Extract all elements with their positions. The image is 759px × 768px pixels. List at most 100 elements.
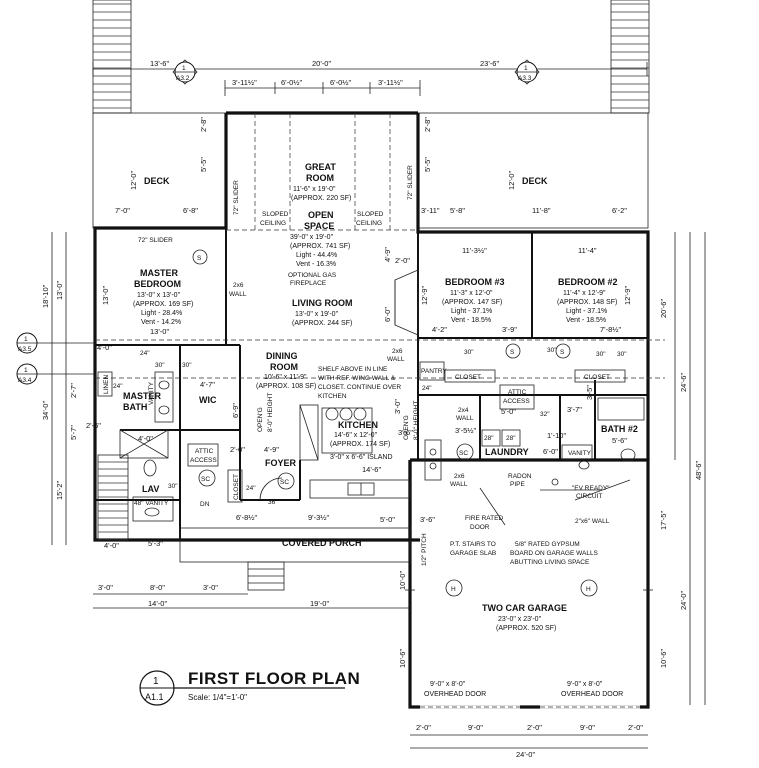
dim-12-9b: 12'-9" [623, 286, 632, 305]
dim-14-6: 14'-6" [362, 465, 381, 474]
title-detail-no: 1 [153, 676, 159, 687]
wall-2x4-garage: 2"x6" WALL [575, 518, 610, 525]
dim-top-3-11b: 3'-11½" [378, 78, 403, 87]
wall-2x6-master2: WALL [229, 291, 247, 298]
island-name: 3'-0" x 6'-6" ISLAND [330, 454, 393, 461]
dim-6-2: 6'-2" [612, 206, 627, 215]
dim-5-3: 5'-3" [148, 539, 163, 548]
basement-stairs [97, 454, 129, 541]
dim-3-7: 3'-7" [567, 405, 582, 414]
sc-detector-laundry: SC [459, 450, 468, 457]
dim-5-8: 5'-8" [450, 206, 465, 215]
covered-porch-name: COVERED PORCH [282, 538, 362, 548]
bedroom3-size: 11'-3" x 12'-0" [450, 290, 493, 297]
section-top-left-sheet: A3.2 [176, 75, 190, 82]
bath2-vanity: VANITY [568, 450, 592, 457]
gypsum1: 5/8" RATED GYPSUM [515, 541, 580, 548]
dim-2-7: 2'-7" [69, 383, 78, 398]
d24-label: 24" [113, 383, 123, 390]
dim-4-0a: 4'-0" [97, 343, 112, 352]
heater-left: H [451, 586, 456, 593]
radon2: PIPE [510, 481, 525, 488]
dim-2-0b: 2'-0" [230, 445, 245, 454]
attic-access-right: ATTIC ACCESS 5'-0" 2x4 WALL [456, 384, 535, 422]
d30-bath: 30" [155, 362, 165, 369]
bedroom-2: BEDROOM #2 11'-4" x 12'-9" (APPROX. 148 … [557, 246, 632, 334]
dim-12-9a: 12'-9" [420, 286, 429, 305]
section-top-right-sheet: A3.3 [518, 75, 532, 82]
dim-18-10: 18'-10" [41, 284, 50, 308]
bot-8-0: 8'-0" [150, 583, 165, 592]
bot-2-0a: 2'-0" [416, 723, 431, 732]
deck-stairs-left [92, 0, 132, 114]
overhead-right-size: 9'-0" x 8'-0" [567, 681, 603, 688]
kitchen-name: KITCHEN [338, 420, 378, 430]
dining-room-name: DINING [266, 351, 298, 361]
dim-3-9: 3'-9" [502, 325, 517, 334]
dim-6-0: 6'-0" [383, 307, 392, 322]
d30-wic: 30" [182, 362, 192, 369]
pitch: 1/2" PITCH [421, 533, 428, 566]
attic-left-name2: ACCESS [190, 457, 217, 464]
dim-deck-12b: 12'-0" [507, 171, 516, 190]
dim-2-6: 2'-6" [86, 421, 101, 430]
section-left-upper-sheet: A3.5 [18, 346, 32, 353]
dim-11-8: 11'-8" [532, 206, 551, 215]
open-space-name2: SPACE [304, 221, 334, 231]
overhead-left-size: 9'-0" x 8'-0" [430, 681, 466, 688]
linen-label: LINEN [103, 375, 110, 394]
dim-3-6b: 3'-6" [398, 428, 413, 437]
overhead-left-name: OVERHEAD DOOR [424, 691, 486, 698]
radon: RADON [508, 473, 532, 480]
bedroom-3: BEDROOM #3 11'-3" x 12'-0" (APPROX. 147 … [420, 246, 517, 334]
bedroom3-area: (APPROX. 147 SF) [442, 299, 502, 306]
bedroom2-size: 11'-4" x 12'-9" [563, 290, 606, 297]
d30-hall: 30" [547, 347, 557, 354]
dim-10-0: 10'-0" [398, 571, 407, 590]
bedroom2-light: Light - 37.1% [566, 308, 607, 315]
section-mark-top-left: 1 A3.2 [172, 59, 198, 85]
dim-24-0: 24'-0" [679, 591, 688, 610]
bot-14-0: 14'-0" [148, 599, 167, 608]
dining-room-area: (APPROX. 108 SF) [256, 383, 316, 390]
dim-4-2: 4'-2" [432, 325, 447, 334]
dim-4-0-bottom: 4'-0" [104, 541, 119, 550]
dim-10-6: 10'-6" [659, 649, 668, 668]
dim-4-9b: 4'-9" [264, 445, 279, 454]
master-bedroom-name: MASTER [140, 268, 179, 278]
opening2b: 8'-0" HEIGHT [413, 401, 420, 440]
dim-15-2: 15'-2" [55, 481, 64, 500]
dining-room: DINING ROOM 10'-6" x 11'-9" (APPROX. 108… [230, 351, 316, 454]
left-dimensions: 18'-10" 34'-0" 15'-2" 13'-0" 2'-7" 5'-7"… [41, 232, 112, 545]
shelf2: WITH REF. WING WALL & [318, 375, 396, 382]
dim-top-3-11a: 3'-11½" [232, 78, 257, 87]
section-top-right-no: 1 [524, 65, 528, 72]
dim-5-0: 5'-0" [380, 515, 395, 524]
ev2: CIRCUIT [576, 493, 602, 500]
sloped-right2: CEILING [356, 220, 382, 227]
d24-master: 24" [140, 350, 150, 357]
dim-34-0: 34'-0" [41, 401, 50, 420]
title-sheet: A1.1 [145, 692, 164, 702]
deck-left-label: DECK [144, 176, 170, 186]
closet-b3: CLOSET [455, 374, 481, 381]
attic-access-left: ATTIC ACCESS [187, 443, 219, 467]
attic-right-name: ATTIC [508, 389, 527, 396]
dim-3-6: 3'-6" [420, 515, 435, 524]
smoke-detector-b2: S [560, 349, 565, 356]
exterior-walls [93, 111, 650, 709]
dim-13-0a: 13'-0" [150, 327, 169, 336]
d28-right: 28" [506, 435, 516, 442]
gypsum2: BOARD ON GARAGE WALLS [510, 550, 599, 557]
opening2: OPEN'G [403, 415, 410, 440]
kitchen: SHELF ABOVE IN LINE WITH REF. WING WALL … [299, 366, 442, 499]
section-mark-left-upper: 1 A3.5 [16, 332, 95, 354]
d24-closet: 24" [246, 485, 256, 492]
open-space-light: Light - 44.4% [296, 252, 337, 259]
living-room-area: (APPROX. 244 SF) [292, 320, 352, 327]
master-bedroom-name2: BEDROOM [134, 279, 181, 289]
dim-top-20-0: 20'-0" [312, 59, 331, 68]
smoke-detector-master: S [197, 255, 202, 262]
garage-size: 23'-0" x 23'-0" [498, 616, 542, 623]
great-room-name: GREAT [305, 162, 336, 172]
